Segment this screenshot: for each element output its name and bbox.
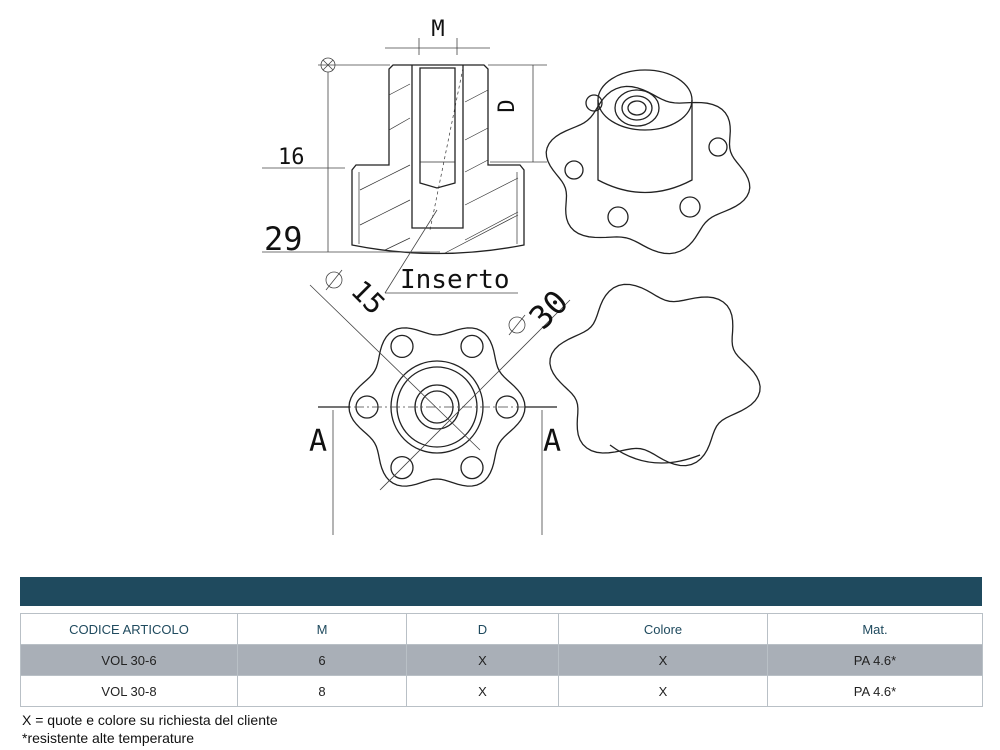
col-header-m: M bbox=[237, 613, 407, 645]
mounting-hole bbox=[390, 455, 414, 480]
mounting-hole bbox=[460, 455, 484, 480]
col-header-code: CODICE ARTICOLO bbox=[20, 613, 238, 645]
cell-color: X bbox=[558, 675, 768, 707]
table-row: VOL 30-6 6 X X PA 4.6* bbox=[20, 644, 983, 676]
note-x: X = quote e colore su richiesta del clie… bbox=[22, 712, 278, 728]
table-header-row: CODICE ARTICOLO M D Colore Mat. bbox=[20, 613, 983, 645]
section-view bbox=[351, 64, 525, 255]
col-header-color: Colore bbox=[558, 613, 768, 645]
note-temperature: *resistente alte temperature bbox=[22, 730, 194, 746]
col-header-material: Mat. bbox=[767, 613, 983, 645]
label-16: 16 bbox=[278, 145, 305, 170]
cell-d: X bbox=[406, 644, 559, 676]
technical-drawing: M D 16 29 Inserto 15 30 A A bbox=[262, 17, 761, 535]
product-table: CODICE ARTICOLO M D Colore Mat. VOL 30-6… bbox=[20, 613, 983, 707]
label-inserto: Inserto bbox=[400, 265, 510, 295]
cell-color: X bbox=[558, 644, 768, 676]
perspective-view-top bbox=[545, 69, 751, 255]
label-a-left: A bbox=[309, 424, 327, 459]
footnotes: X = quote e colore su richiesta del clie… bbox=[22, 711, 278, 747]
label-dia15: 15 bbox=[344, 274, 391, 321]
mounting-hole bbox=[460, 334, 484, 359]
perspective-view-bottom bbox=[549, 283, 761, 467]
dimensions bbox=[262, 38, 547, 294]
table-title-bar bbox=[20, 577, 982, 606]
cell-material: PA 4.6* bbox=[767, 675, 983, 707]
top-view bbox=[309, 269, 571, 535]
label-m: M bbox=[431, 17, 444, 42]
cell-d: X bbox=[406, 675, 559, 707]
label-29: 29 bbox=[264, 220, 303, 258]
mounting-hole bbox=[390, 334, 414, 359]
col-header-d: D bbox=[406, 613, 559, 645]
label-d: D bbox=[495, 99, 520, 112]
cell-m: 8 bbox=[237, 675, 407, 707]
cell-code: VOL 30-8 bbox=[20, 675, 238, 707]
cell-material: PA 4.6* bbox=[767, 644, 983, 676]
cell-code: VOL 30-6 bbox=[20, 644, 238, 676]
label-a-right: A bbox=[543, 424, 561, 459]
label-dia30: 30 bbox=[522, 283, 576, 337]
cell-m: 6 bbox=[237, 644, 407, 676]
table-row: VOL 30-8 8 X X PA 4.6* bbox=[20, 675, 983, 707]
